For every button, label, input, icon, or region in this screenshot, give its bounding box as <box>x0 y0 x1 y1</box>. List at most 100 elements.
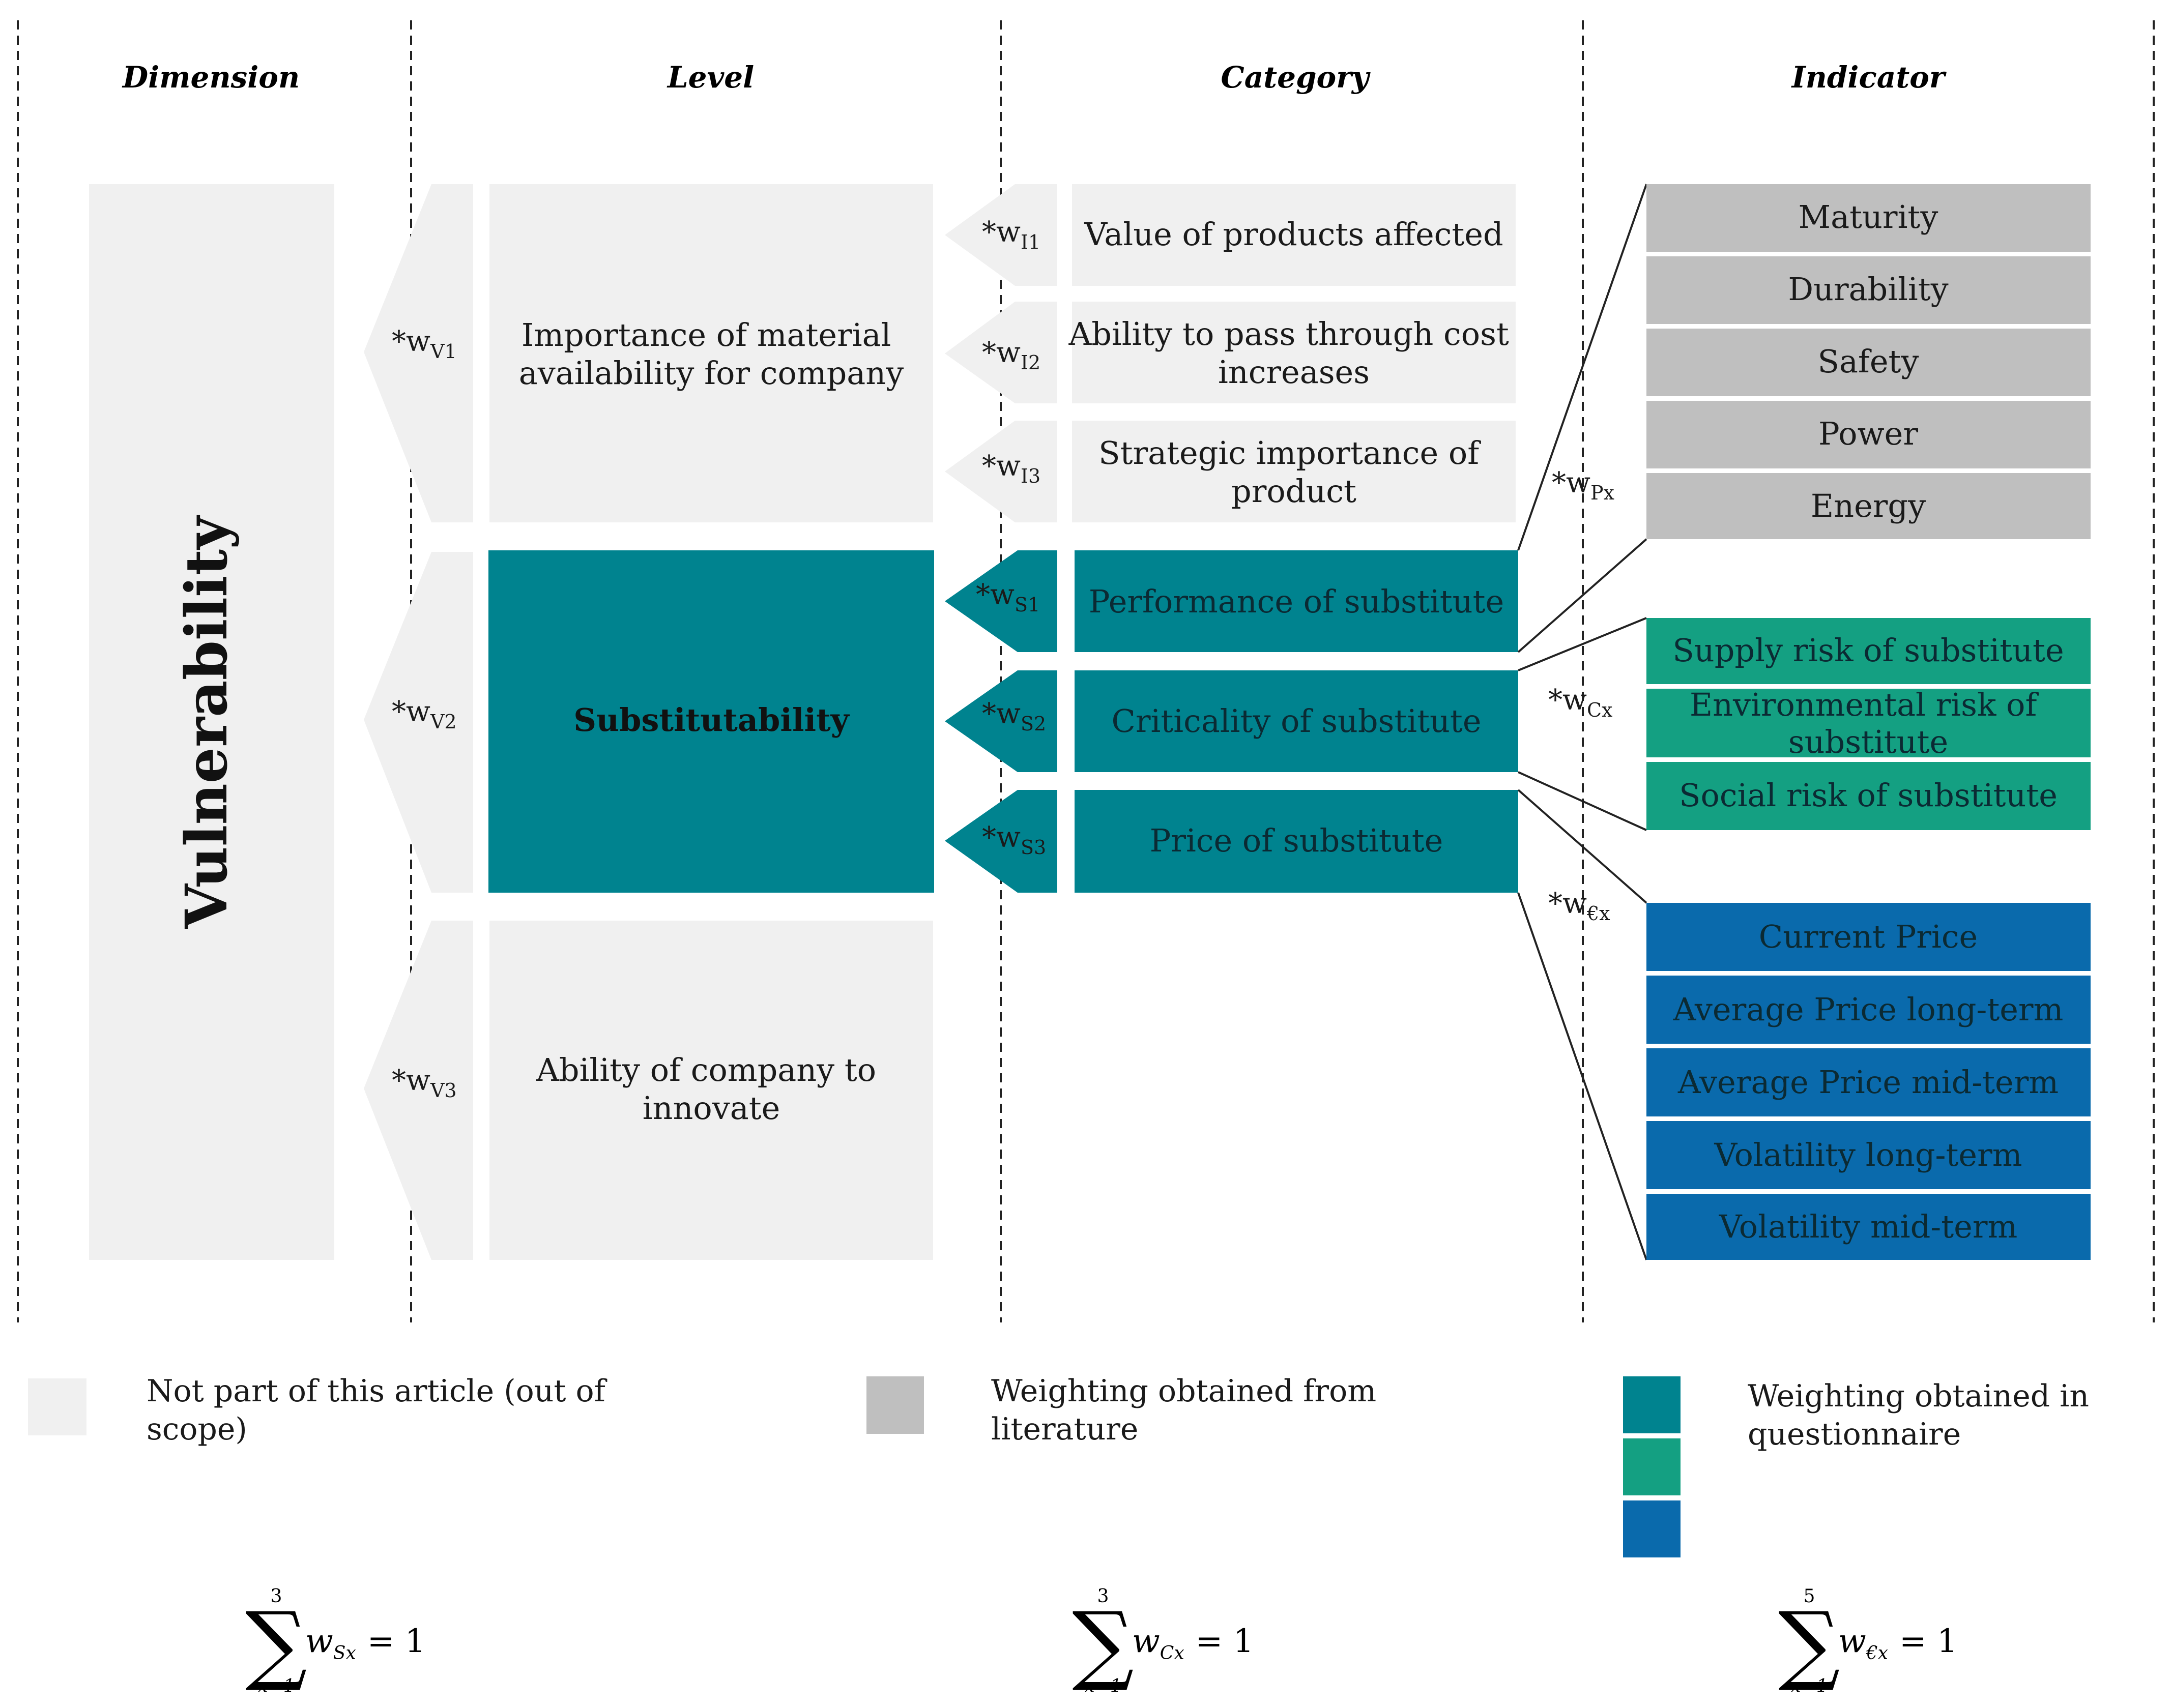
category-box-price <box>1075 790 1518 893</box>
connector-price-bottom <box>1517 892 1647 1260</box>
weight-cx: *wCx <box>1548 684 1612 721</box>
category-arrow-s2 <box>945 670 1057 772</box>
weight-i1: *wI1 <box>982 216 1040 253</box>
formula-cx-lower: x=1 <box>1084 1676 1121 1697</box>
indicator-label-avg-price-long: Average Price long-term <box>1673 991 2064 1028</box>
indicator-box-current-price <box>1646 903 2091 971</box>
level-box-importance <box>489 184 933 522</box>
connector-performance-bottom <box>1517 538 1647 653</box>
connector-lines <box>1517 184 1647 1260</box>
formula-ex-sigma: ∑ <box>1778 1594 1840 1694</box>
indicator-group-criticality: Supply risk of substitute Environmental … <box>1646 618 2091 830</box>
level-label-importance: Importance of material availability for … <box>519 316 904 392</box>
category-label-strategic: Strategic importance of product <box>1098 434 1489 510</box>
category-box-pass-through <box>1072 302 1516 403</box>
category-box-criticality <box>1075 670 1518 772</box>
category-arrow-i3 <box>945 421 1057 522</box>
level-arrow-v3 <box>364 921 473 1260</box>
indicator-box-maturity <box>1646 184 2091 252</box>
indicator-label-durability: Durability <box>1788 271 1948 308</box>
weight-i2: *wI2 <box>982 336 1040 374</box>
category-box-performance <box>1075 550 1518 652</box>
category-arrow-i2 <box>945 302 1057 403</box>
formula-cx-body: wCx= 1 <box>1132 1623 1254 1664</box>
weight-i3: *wI3 <box>982 450 1040 487</box>
category-label-criticality: Criticality of substitute <box>1111 702 1481 740</box>
indicator-group-price: Current Price Average Price long-term Av… <box>1646 903 2091 1260</box>
legend-swatch-literature <box>866 1376 924 1434</box>
header-level: Level <box>667 60 754 95</box>
legend-swatch-questionnaire-blue <box>1623 1500 1681 1557</box>
category-arrow-s1 <box>945 550 1057 652</box>
legend-swatch-out-of-scope <box>28 1378 86 1435</box>
level-label-innovation: Ability of company to innovate <box>536 1051 886 1127</box>
indicator-box-environmental-risk <box>1646 689 2091 757</box>
weight-s1: *wS1 <box>976 578 1040 616</box>
category-label-performance: Performance of substitute <box>1089 583 1504 620</box>
formula-ex: 5 ∑ x=1 w€x= 1 <box>1778 1586 1957 1697</box>
indicator-label-avg-price-mid: Average Price mid-term <box>1677 1064 2059 1101</box>
legend-label-questionnaire: Weighting obtained in questionnaire <box>1748 1378 2099 1452</box>
formula-ex-lower: x=1 <box>1790 1676 1828 1697</box>
level-box-innovation <box>489 921 933 1260</box>
indicator-box-energy <box>1646 473 2091 539</box>
level-label-substitutability: Substitutability <box>573 701 850 739</box>
indicator-label-supply-risk: Supply risk of substitute <box>1672 632 2064 669</box>
indicator-label-maturity: Maturity <box>1799 198 1938 235</box>
category-arrows-substitutability <box>945 550 1057 893</box>
indicator-label-current-price: Current Price <box>1759 918 1978 955</box>
level-arrow-v2 <box>364 552 473 893</box>
header-indicator: Indicator <box>1791 60 1947 95</box>
indicator-label-safety: Safety <box>1817 343 1919 380</box>
formula-sx-sigma: ∑ <box>245 1594 307 1694</box>
indicator-group-performance: Maturity Durability Safety Power Energy <box>1646 184 2091 539</box>
category-label-value-products: Value of products affected <box>1084 216 1503 253</box>
formula-sx-upper: 3 <box>271 1586 282 1607</box>
formula-cx-sigma: ∑ <box>1072 1594 1134 1694</box>
header-category: Category <box>1221 60 1371 95</box>
connector-performance-top <box>1517 184 1647 551</box>
weight-px: *wPx <box>1552 466 1614 504</box>
weight-v1: *wV1 <box>392 325 457 363</box>
connector-criticality-top <box>1518 617 1647 671</box>
legend-label-out-of-scope: Not part of this article (out of scope) <box>147 1373 615 1447</box>
indicator-box-social-risk <box>1646 762 2091 830</box>
weight-s3: *wS3 <box>982 821 1046 859</box>
category-label-price: Price of substitute <box>1150 822 1443 859</box>
category-arrow-i1 <box>945 184 1057 286</box>
category-box-strategic <box>1072 421 1516 522</box>
weight-v2: *wV2 <box>392 695 457 733</box>
category-label-pass-through: Ability to pass through cost increases <box>1068 315 1519 391</box>
indicator-label-power: Power <box>1818 415 1918 452</box>
formula-cx: 3 ∑ x=1 wCx= 1 <box>1072 1586 1254 1697</box>
legend: Not part of this article (out of scope) … <box>28 1373 2099 1557</box>
weight-ex: *w€x <box>1548 887 1610 925</box>
category-arrow-s3 <box>945 790 1057 893</box>
indicator-box-safety <box>1646 329 2091 396</box>
connector-price-top <box>1517 789 1647 904</box>
indicator-label-social-risk: Social risk of substitute <box>1679 777 2058 814</box>
level-box-substitutability <box>488 550 934 893</box>
header-dimension: Dimension <box>122 60 300 95</box>
indicator-label-environmental-risk: Environmental risk of substitute <box>1690 686 2047 760</box>
weight-v3: *wV3 <box>392 1064 457 1102</box>
legend-swatch-questionnaire-green <box>1623 1438 1681 1495</box>
indicator-box-volatility-long <box>1646 1121 2091 1189</box>
indicator-box-avg-price-mid <box>1646 1048 2091 1116</box>
formula-sx: 3 ∑ x=1 wSx= 1 <box>245 1586 425 1697</box>
level-arrows <box>364 184 473 1260</box>
category-box-value-products <box>1072 184 1516 286</box>
indicator-label-volatility-mid: Volatility mid-term <box>1719 1208 2018 1245</box>
indicator-box-durability <box>1646 256 2091 324</box>
legend-swatch-questionnaire-teal <box>1623 1376 1681 1433</box>
indicator-box-supply-risk <box>1646 618 2091 684</box>
indicator-label-volatility-long: Volatility long-term <box>1714 1136 2022 1173</box>
dimension-box <box>89 184 334 1260</box>
dimension-label: Vulnerability <box>173 515 240 929</box>
connector-criticality-bottom <box>1518 771 1647 831</box>
formula-ex-body: w€x= 1 <box>1838 1623 1958 1664</box>
indicator-label-energy: Energy <box>1811 487 1926 524</box>
weight-s2: *wS2 <box>982 697 1046 735</box>
